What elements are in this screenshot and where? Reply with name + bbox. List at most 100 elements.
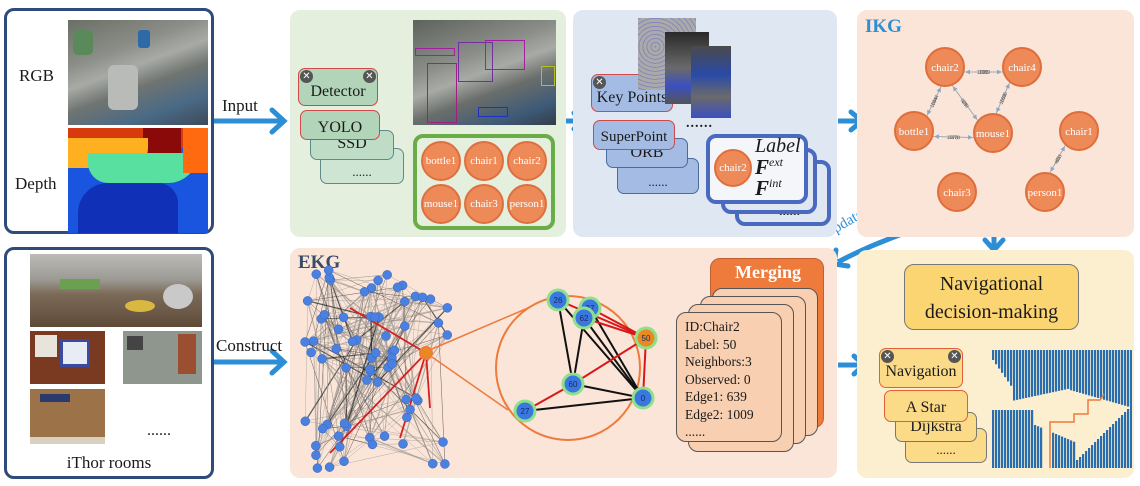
- ekg-edge: [344, 379, 368, 424]
- ekg-edge: [402, 322, 440, 445]
- ekg-edge: [392, 352, 446, 465]
- map-cell-column: [1067, 439, 1070, 468]
- depth-label: Depth: [15, 174, 57, 193]
- map-cell-column: [1037, 350, 1040, 396]
- map-cell-column: [1085, 350, 1088, 395]
- ikg-edge: [934, 134, 974, 140]
- room-topdown-3: [30, 389, 105, 444]
- ekg-node: [440, 459, 450, 469]
- map-cell-column: [1034, 425, 1037, 468]
- ikg-node: [1002, 47, 1042, 87]
- map-cell-column: [1094, 350, 1097, 398]
- map-cell-column: [1118, 418, 1121, 468]
- ekg-red-edge: [349, 307, 427, 354]
- sensor-input-panel: RGB Depth: [4, 8, 214, 234]
- keypoint-image-3: [691, 46, 731, 118]
- map-cell-column: [1037, 426, 1040, 468]
- map-cell-column: [1022, 410, 1025, 468]
- map-cell-column: [1028, 410, 1031, 468]
- map-cell-column: [1052, 432, 1055, 468]
- zoom-node-label: 26: [554, 296, 563, 305]
- ekg-node: [362, 375, 372, 385]
- ekg-node: [417, 292, 428, 303]
- ekg-edge: [404, 301, 448, 309]
- label-text: Label: [755, 135, 801, 157]
- ekg-graph: 2637625060027: [300, 265, 658, 473]
- ikg-node-label: chair3: [943, 187, 971, 199]
- ekg-edge: [377, 274, 388, 383]
- ekg-node: [347, 336, 358, 347]
- ikg-node: [973, 113, 1013, 153]
- close-icon[interactable]: ✕: [593, 76, 606, 89]
- ekg-node: [389, 345, 400, 356]
- map-cell-column: [995, 350, 998, 365]
- method-card-yolo: YOLO: [300, 110, 380, 140]
- ekg-node: [311, 450, 321, 460]
- zoom-node: [546, 288, 570, 312]
- map-cell-column: [1031, 350, 1034, 397]
- ekg-node: [402, 412, 412, 423]
- ekg-node: [367, 439, 378, 450]
- ekg-node: [331, 343, 342, 354]
- ekg-edge: [328, 270, 444, 443]
- ekg-edge: [338, 307, 448, 330]
- ekg-edge: [346, 316, 380, 427]
- close-icon[interactable]: ✕: [300, 70, 313, 83]
- ikg-title: IKG: [865, 16, 902, 37]
- depth-image: [68, 128, 208, 233]
- ekg-edge: [321, 318, 385, 437]
- map-cell-column: [1058, 350, 1061, 391]
- ekg-edge: [329, 316, 372, 468]
- rgb-label: RGB: [19, 66, 54, 85]
- close-icon[interactable]: ✕: [948, 350, 961, 363]
- ikg-edge-label: 1644: [930, 94, 940, 107]
- ekg-edge: [315, 318, 322, 456]
- ekg-node: [381, 331, 391, 341]
- map-cell-column: [1031, 410, 1034, 468]
- ekg-node: [387, 359, 397, 369]
- close-icon[interactable]: ✕: [881, 350, 894, 363]
- ekg-edge: [384, 363, 393, 437]
- ekg-node: [339, 456, 349, 467]
- ekg-edge: [324, 285, 403, 316]
- ekg-node: [372, 377, 383, 387]
- map-cell-column: [1106, 350, 1109, 401]
- ekg-edge: [336, 348, 393, 353]
- merge-line: ......: [685, 424, 706, 439]
- zoom-node-label: 0: [641, 394, 646, 403]
- ikg-node-label: bottle1: [899, 126, 930, 138]
- map-cell-column: [1100, 350, 1103, 399]
- kitchen-image: [30, 254, 202, 327]
- map-cell-column: [998, 350, 1001, 369]
- zoom-node: [631, 386, 655, 410]
- map-cell-column: [1070, 350, 1073, 391]
- merge-line: Observed: 0: [685, 371, 751, 387]
- f-int: Fint: [755, 176, 782, 201]
- method-card-astar: A Star: [884, 390, 968, 422]
- ekg-node: [373, 275, 383, 286]
- ekg-node: [379, 431, 390, 441]
- map-cell-column: [1001, 410, 1004, 468]
- keypoint-panel: ...... ORB SuperPoint Key Points ✕ ✕ ...…: [573, 10, 837, 237]
- ekg-edge: [369, 437, 433, 465]
- object-node: chair2: [507, 141, 547, 181]
- zoom-connector: [431, 356, 509, 411]
- feature-node: chair2: [714, 149, 752, 187]
- map-cell-column: [1013, 350, 1016, 401]
- zoom-connector: [431, 307, 529, 350]
- map-cell-column: [1073, 350, 1076, 392]
- navigation-panel: Navigational decision-making ...... Dijk…: [857, 250, 1134, 478]
- keypoints-label: Key Points: [596, 89, 668, 106]
- close-icon[interactable]: ✕: [363, 70, 376, 83]
- ekg-edge: [307, 300, 323, 359]
- construct-arrow: [213, 348, 288, 376]
- ekg-node: [311, 441, 321, 451]
- zoom-node: [572, 306, 596, 330]
- map-cell-column: [1085, 451, 1088, 468]
- map-cell-column: [1121, 415, 1124, 468]
- ekg-edge: [305, 325, 405, 343]
- ekg-node: [324, 462, 335, 472]
- map-cell-column: [1061, 436, 1064, 468]
- map-cell-column: [1091, 350, 1094, 397]
- method-label: YOLO: [317, 119, 363, 136]
